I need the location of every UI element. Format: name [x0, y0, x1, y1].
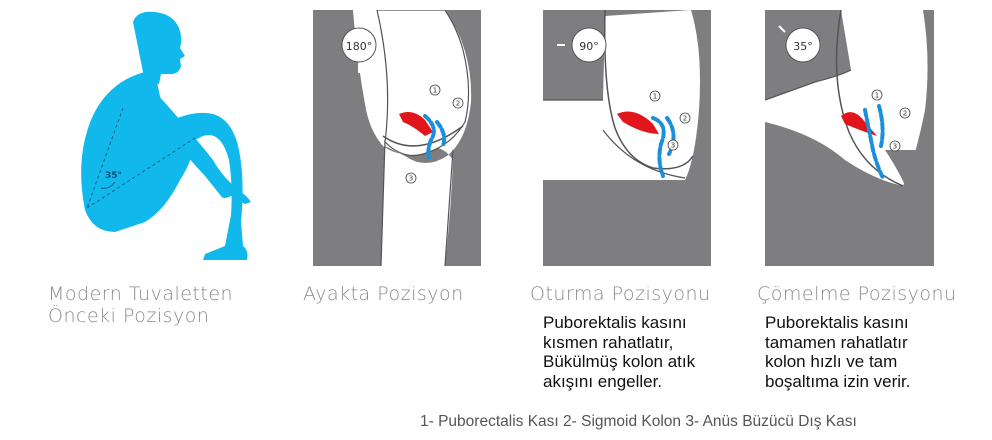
marker-3: 3	[409, 175, 413, 183]
marker-1: 1	[433, 87, 437, 95]
squatting-description: Puborektalis kasını tamamen rahatlatır k…	[765, 313, 911, 391]
marker-1: 1	[653, 93, 657, 101]
caption-standing: Ayakta Pozisyon	[303, 283, 464, 305]
caption-line: Ayakta Pozisyon	[303, 283, 464, 305]
description-line: kısmen rahatlatır,	[543, 332, 674, 352]
squatting-position-illustration: 35° 1 2 3	[764, 9, 934, 266]
legend: 1- Puborectalis Kası 2- Sigmoid Kolon 3-…	[420, 413, 857, 430]
description-line: tamamen rahatlatır	[765, 332, 908, 352]
caption-line: Önceki Pozisyon	[48, 305, 210, 327]
sitting-description: Puborektalis kasını kısmen rahatlatır, B…	[543, 313, 695, 391]
sitting-angle-label: 90°	[579, 40, 599, 53]
marker-3: 3	[671, 142, 675, 150]
marker-3: 3	[893, 143, 897, 151]
caption-line: Oturma Pozisyonu	[530, 283, 711, 305]
caption-line: Çömelme Pozisyonu	[757, 283, 957, 305]
description-line: boşaltıma izin verir.	[765, 371, 911, 391]
description-line: Puborektalis kasını	[765, 313, 909, 332]
description-line: Bükülmüş kolon atık	[543, 352, 696, 371]
caption-modern-toilet: Modern Tuvaletten Önceki Pozisyon	[48, 283, 233, 327]
squatting-figure-illustration: 35°	[45, 10, 255, 265]
marker-2: 2	[683, 115, 687, 123]
description-line: Puborektalis kasını	[543, 313, 687, 332]
standing-position-illustration: 180° 1 2 3	[313, 9, 481, 267]
caption-line: Modern Tuvaletten	[48, 283, 234, 305]
squat-angle-label-2: 35°	[793, 40, 813, 53]
standing-angle-label: 180°	[346, 40, 373, 53]
description-line: kolon hızlı ve tam	[765, 352, 898, 371]
description-line: akışını engeller.	[543, 371, 663, 391]
squat-angle-label: 35°	[105, 171, 122, 181]
marker-2: 2	[903, 110, 907, 118]
sitting-position-illustration: 90° 1 2 3	[543, 9, 711, 266]
caption-squatting: Çömelme Pozisyonu	[757, 283, 957, 305]
caption-sitting: Oturma Pozisyonu	[530, 283, 711, 305]
marker-1: 1	[875, 92, 879, 100]
marker-2: 2	[456, 100, 460, 108]
